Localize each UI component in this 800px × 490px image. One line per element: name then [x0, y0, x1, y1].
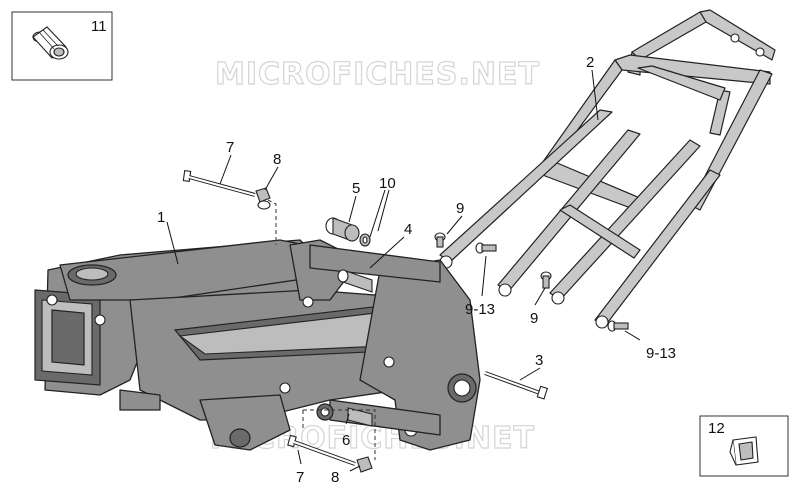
dashed-guide-top: [267, 199, 277, 245]
leader-lines: [166, 69, 641, 472]
callout-9-13-b: 9-13: [646, 345, 676, 362]
bushing-lower: [337, 269, 373, 427]
callout-12: 12: [708, 420, 725, 437]
nut-8-top: [255, 187, 271, 210]
callout-1: 1: [157, 209, 165, 226]
main-frame: [34, 239, 481, 451]
bolt-7-bottom: [287, 434, 356, 466]
clip-icon: [729, 436, 759, 466]
bushing-5: [325, 217, 360, 242]
dashed-guide-bottom: [302, 409, 376, 460]
bushing-10: [359, 233, 371, 247]
inset-part-11: 11: [11, 11, 113, 81]
watermark-top: MICROFICHES.NET: [215, 57, 540, 92]
screw-9-13-b: [607, 320, 629, 332]
callout-8-top: 8: [273, 151, 281, 168]
bolt-3: [484, 371, 549, 400]
callout-9-a: 9: [456, 200, 464, 217]
callout-10: 10: [379, 175, 396, 192]
callout-2: 2: [586, 54, 594, 71]
inset-part-12: 12: [699, 415, 789, 477]
callout-6: 6: [342, 432, 350, 449]
bolt-7-top: [182, 170, 256, 197]
callout-11: 11: [91, 18, 107, 35]
callout-9-13-a: 9-13: [465, 301, 495, 318]
callout-8-bottom: 8: [331, 469, 339, 486]
callout-9-b: 9: [530, 310, 538, 327]
callout-5: 5: [352, 180, 360, 197]
rear-subframe: [439, 9, 776, 329]
plug-icon: [32, 26, 69, 60]
screw-9-b: [540, 271, 552, 289]
callout-3: 3: [535, 352, 543, 369]
callout-7-top: 7: [226, 139, 234, 156]
screw-9-13-a: [475, 242, 497, 254]
callout-4: 4: [404, 221, 412, 238]
screw-9-a: [434, 232, 446, 248]
callout-7-bottom: 7: [296, 469, 304, 486]
nut-8-bottom: [356, 456, 373, 473]
